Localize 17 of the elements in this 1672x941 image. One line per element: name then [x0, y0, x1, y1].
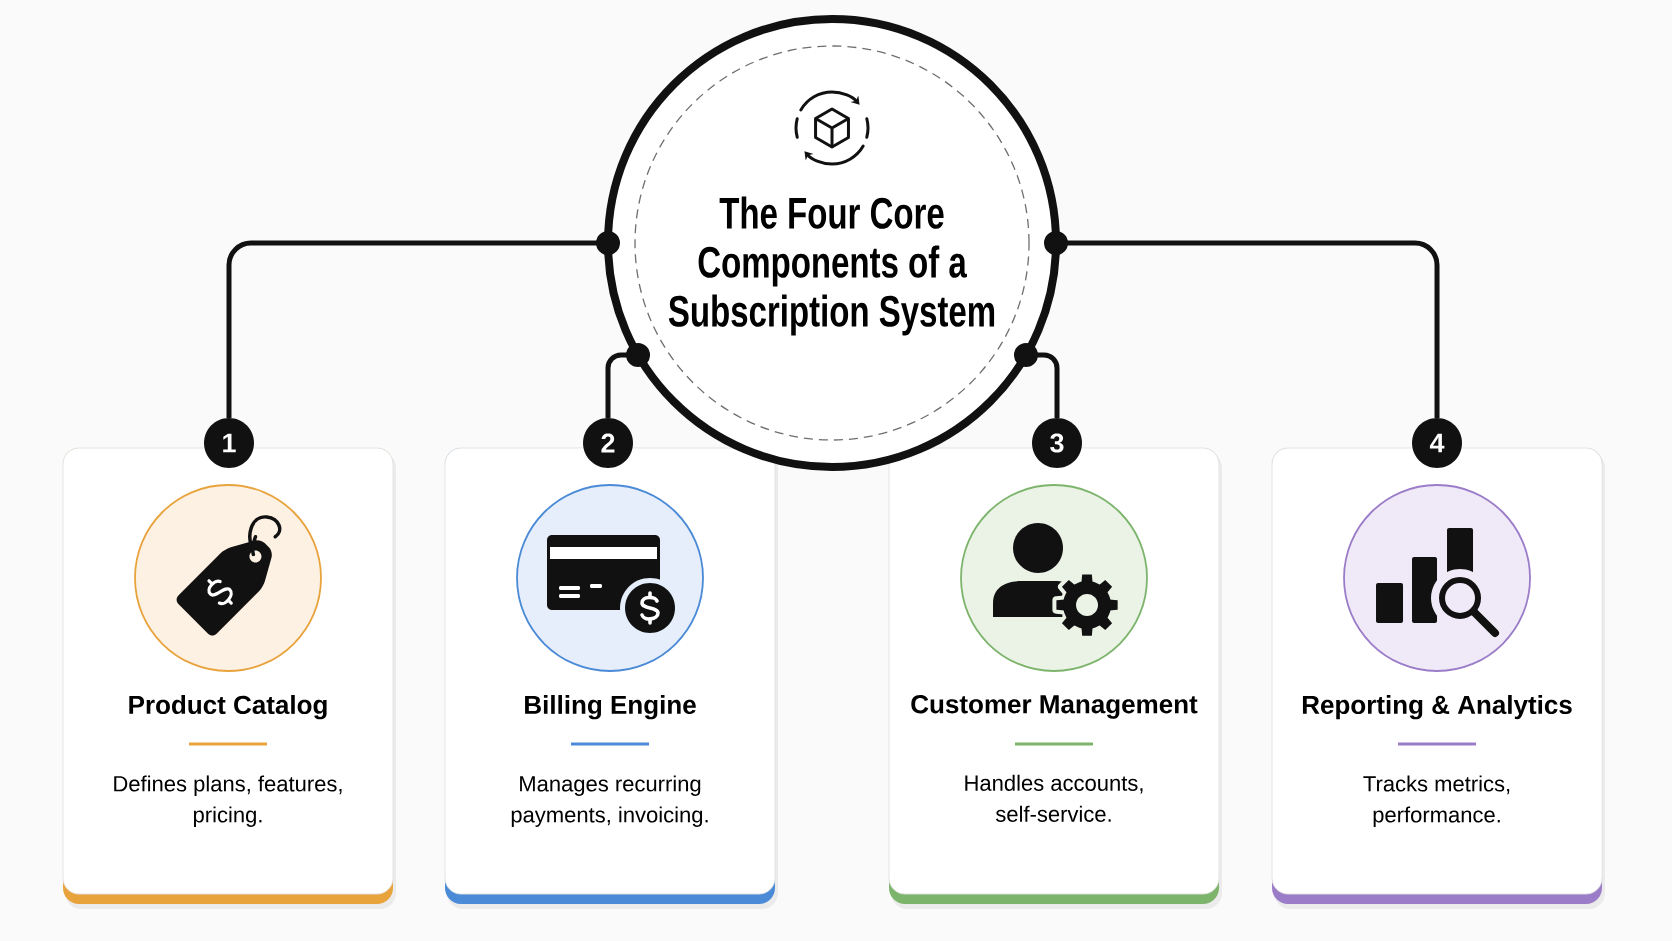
card-description: Defines plans, features, pricing. — [114, 775, 342, 827]
number-badge: 2 — [583, 418, 633, 468]
card-description: Tracks metrics, performance. — [1363, 775, 1510, 827]
card-title: Customer Management — [911, 695, 1198, 719]
connector-line — [1044, 231, 1440, 418]
number-badge: 4 — [1412, 418, 1462, 468]
connector-line — [1014, 343, 1060, 418]
card-title: Reporting & Analytics — [1302, 695, 1572, 720]
card-title: Billing Engine — [525, 695, 696, 720]
card-description: Manages recurring payments, invoicing. — [511, 775, 708, 827]
connector-line — [605, 343, 650, 418]
number-badge: 1 — [204, 418, 254, 468]
connector-line — [226, 231, 620, 418]
card-title: Product Catalog — [129, 695, 327, 720]
number-badge: 3 — [1032, 418, 1082, 468]
card-description: Handles accounts, self-service. — [965, 774, 1143, 822]
title: The Four Core Components of a Subscription System — [668, 196, 995, 336]
